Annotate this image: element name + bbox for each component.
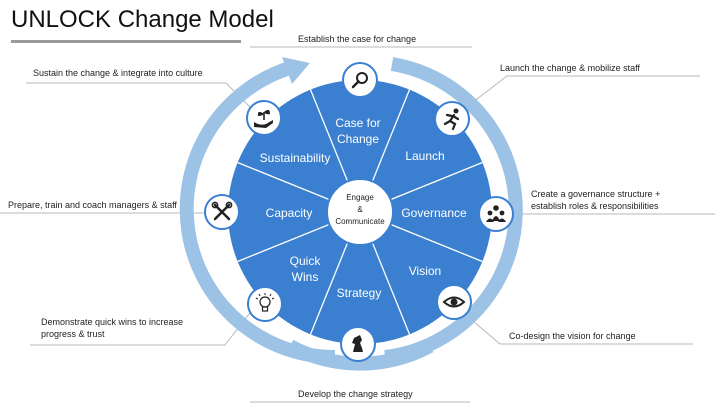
cycle-arrows: [179, 57, 523, 371]
cycle-arrowhead-left: [282, 57, 310, 84]
slide-title: UNLOCK Change Model: [11, 6, 274, 33]
annotation-strategy: Develop the change strategy: [298, 389, 413, 399]
segment-label-quickwins-line2: Wins: [292, 270, 319, 284]
segment-label-case-line1: Case for: [335, 116, 380, 130]
lightbulb-icon: [247, 286, 283, 322]
annotation-case: Establish the case for change: [298, 34, 417, 44]
segment-label-strategy: Strategy: [337, 286, 382, 300]
segment-label-vision: Vision: [409, 264, 441, 278]
center-label-line3: Communicate: [335, 217, 385, 226]
cycle-arrow-left: [179, 60, 336, 365]
chess-knight-icon: [340, 326, 376, 362]
people-icon: [478, 196, 514, 232]
title-underline: [11, 40, 241, 43]
annotation-sustainability: Sustain the change & integrate into cult…: [33, 68, 203, 78]
segment-label-governance: Governance: [401, 206, 467, 220]
annotation-governance-line1: Create a governance structure +: [531, 189, 661, 199]
segment-label-capacity: Capacity: [266, 206, 313, 220]
annotation-launch: Launch the change & mobilize staff: [500, 63, 640, 73]
center-label-line1: Engage: [346, 193, 374, 202]
annotation-capacity: Prepare, train and coach managers & staf…: [8, 200, 177, 210]
connector-launch: [459, 75, 700, 113]
segment-label-launch: Launch: [405, 149, 444, 163]
annotation-vision: Co-design the vision for change: [509, 331, 636, 341]
annotation-governance-line2: establish roles & responsibilities: [531, 201, 659, 211]
cycle-arrow-right: [384, 57, 523, 364]
annotation-quickwins-line1: Demonstrate quick wins to increase: [41, 317, 184, 327]
annotation-quickwins-line2: progress & trust: [41, 329, 105, 339]
magnifier-icon: [342, 62, 378, 98]
runner-icon: [434, 101, 470, 137]
segment-label-quickwins-line1: Quick: [290, 254, 322, 268]
eye-icon: [436, 284, 472, 320]
center-hub: [326, 178, 394, 246]
segment-label-sustainability: Sustainability: [260, 151, 331, 165]
center-label-line2: &: [357, 205, 363, 214]
plant-hand-icon: [246, 100, 282, 136]
segment-label-case-line2: Change: [337, 132, 379, 146]
tools-icon: [204, 194, 240, 230]
cycle-arrow-bottom: [286, 339, 434, 371]
